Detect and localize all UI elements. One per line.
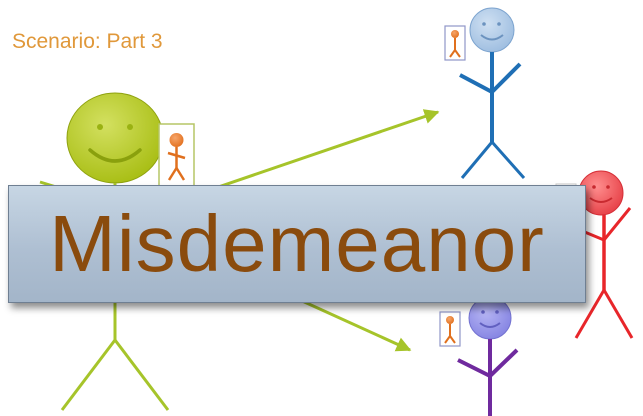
slide-title: Scenario: Part 3 — [12, 30, 163, 53]
red-stick-figure — [574, 170, 634, 339]
small-figure-card-icon — [439, 311, 461, 347]
arrow-to-top-figure — [194, 109, 440, 197]
smiley-face-icon — [66, 92, 164, 184]
smiley-face-icon — [469, 7, 515, 53]
banner-text: Misdemeanor — [49, 199, 545, 288]
small-figure-card-icon — [444, 25, 466, 61]
smiley-face-icon — [468, 296, 512, 340]
small-figure-card-icon — [158, 123, 195, 187]
arrow-to-bottom-figure — [299, 298, 412, 352]
misdemeanor-banner: Misdemeanor — [8, 185, 586, 303]
blue-stick-figure — [459, 7, 526, 179]
purple-stick-figure — [457, 296, 519, 416]
